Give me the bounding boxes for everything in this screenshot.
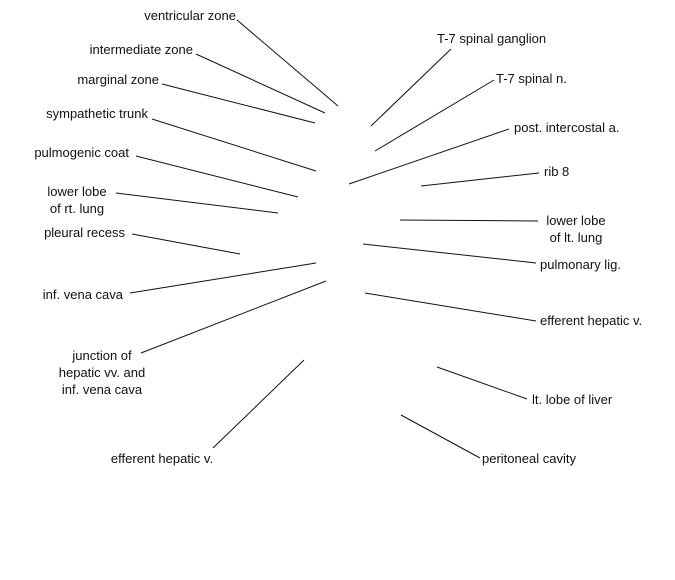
leader-sympathetic-trunk bbox=[151, 118, 317, 172]
leader-rib-8 bbox=[420, 172, 540, 187]
leader-post-intercostal-a bbox=[348, 128, 510, 185]
leader-t7-spinal-ganglion bbox=[370, 48, 452, 127]
label-junction-hepatic: junction of hepatic vv. and inf. vena ca… bbox=[58, 348, 146, 397]
label-t7-spinal-n: T-7 spinal n. bbox=[496, 71, 567, 86]
label-lt-lobe-liver: lt. lobe of liver bbox=[532, 392, 613, 407]
leader-pulmogenic-coat bbox=[135, 155, 299, 198]
label-intermediate-zone: intermediate zone bbox=[89, 42, 193, 57]
label-pulmogenic-coat: pulmogenic coat bbox=[34, 145, 129, 160]
leader-inf-vena-cava bbox=[129, 262, 317, 294]
leader-peritoneal-cavity bbox=[400, 414, 481, 459]
label-marginal-zone: marginal zone bbox=[77, 72, 159, 87]
label-pulmonary-lig: pulmonary lig. bbox=[540, 257, 621, 272]
label-ventricular-zone: ventricular zone bbox=[144, 8, 236, 23]
label-efferent-hepatic-left: efferent hepatic v. bbox=[110, 451, 214, 466]
label-post-intercostal-a: post. intercostal a. bbox=[514, 120, 620, 135]
leader-ventricular-zone bbox=[236, 19, 339, 107]
leader-efferent-hepatic-right bbox=[364, 292, 537, 322]
leader-pleural-recess bbox=[131, 233, 241, 255]
label-sympathetic-trunk: sympathetic trunk bbox=[46, 106, 148, 121]
leader-t7-spinal-n bbox=[374, 79, 495, 152]
leader-lower-lobe-lt-lung bbox=[399, 219, 539, 222]
label-peritoneal-cavity: peritoneal cavity bbox=[482, 451, 576, 466]
leader-efferent-hepatic-left bbox=[212, 359, 305, 449]
label-pleural-recess: pleural recess bbox=[44, 225, 125, 240]
label-lower-lobe-lt-lung: lower lobe of lt. lung bbox=[546, 213, 606, 245]
leader-junction-hepatic bbox=[140, 280, 327, 354]
leader-intermediate-zone bbox=[195, 53, 326, 114]
label-efferent-hepatic-right: efferent hepatic v. bbox=[540, 313, 643, 328]
label-rib-8: rib 8 bbox=[544, 164, 570, 179]
label-lower-lobe-rt-lung: lower lobe of rt. lung bbox=[47, 184, 107, 216]
leader-marginal-zone bbox=[161, 83, 316, 124]
label-inf-vena-cava: inf. vena cava bbox=[42, 287, 123, 302]
leader-lower-lobe-rt-lung bbox=[115, 192, 279, 214]
label-t7-spinal-ganglion: T-7 spinal ganglion bbox=[437, 31, 547, 46]
leader-pulmonary-lig bbox=[362, 243, 537, 264]
leader-lt-lobe-liver bbox=[436, 366, 528, 400]
